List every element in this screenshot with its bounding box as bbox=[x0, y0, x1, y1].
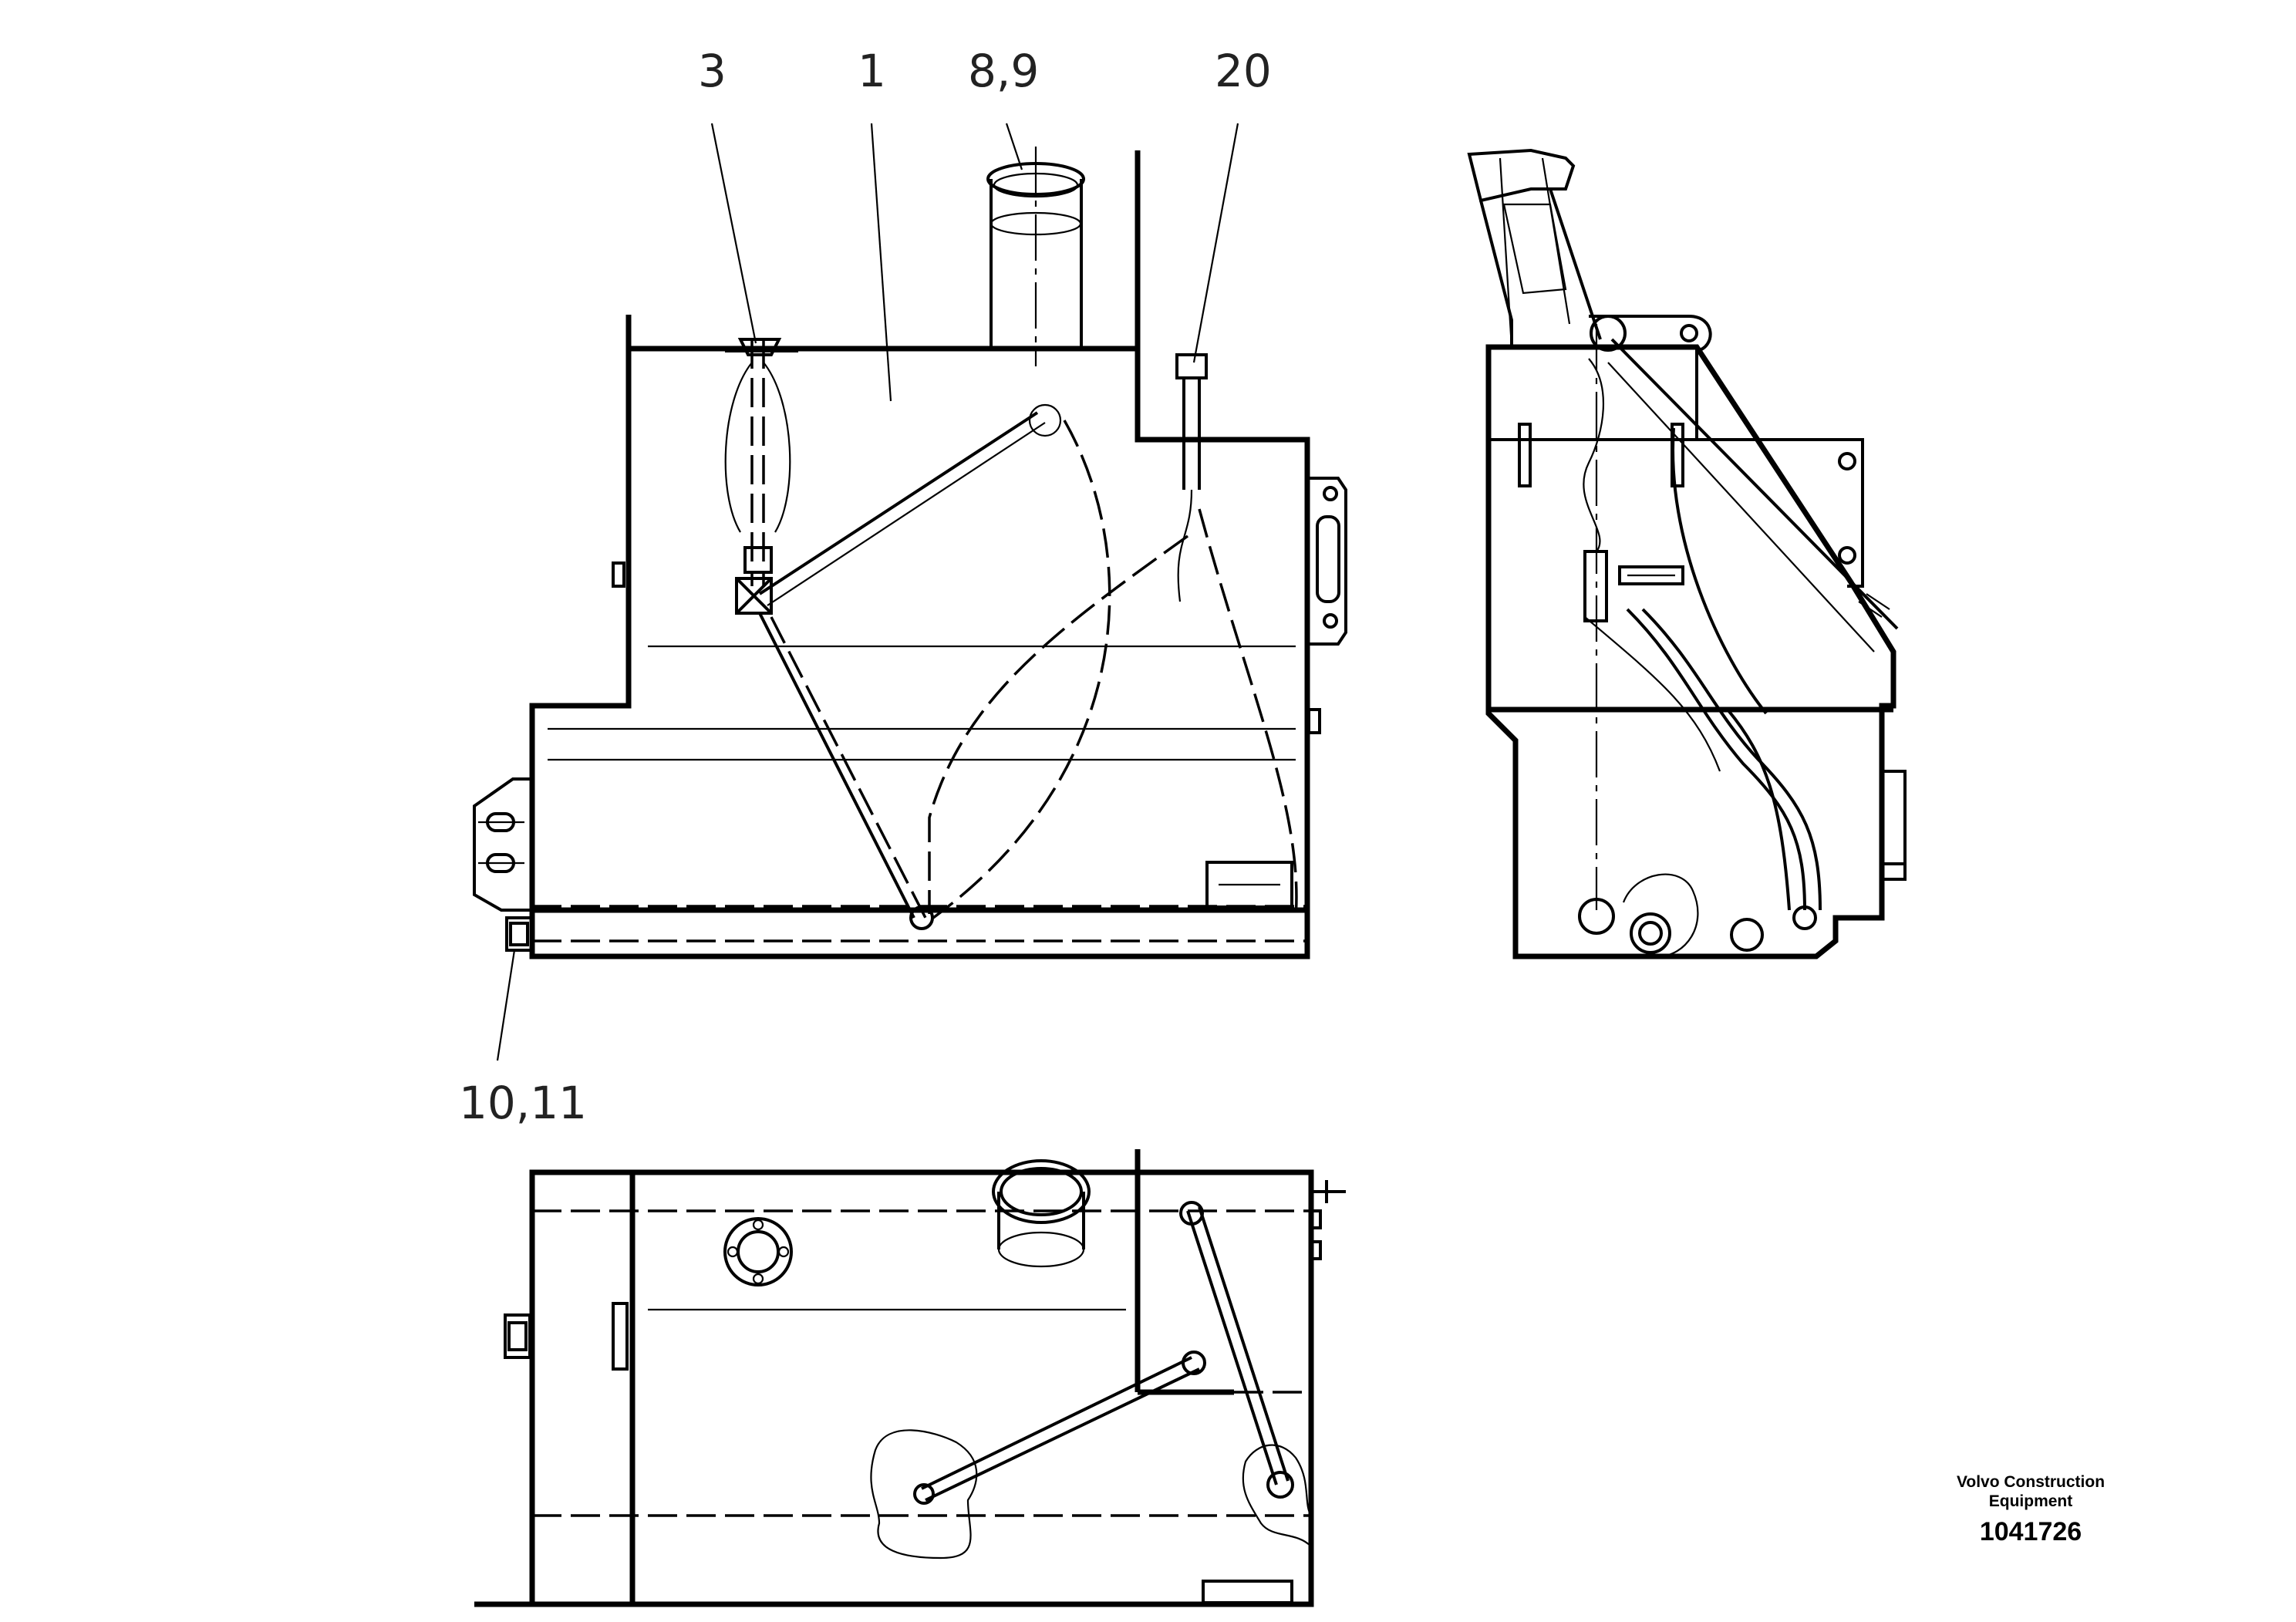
brand-name: Volvo Construction bbox=[1957, 1473, 2105, 1491]
side-outline bbox=[1485, 344, 1896, 959]
callout-20: 20 bbox=[1215, 45, 1272, 97]
top-filler-cap bbox=[992, 1159, 1091, 1268]
side-view bbox=[1467, 148, 1907, 959]
top-outline bbox=[529, 1169, 1314, 1607]
side-filler-neck bbox=[1467, 148, 1602, 348]
tank-outline bbox=[529, 346, 1310, 959]
left-mount-bracket bbox=[473, 777, 532, 912]
front-view bbox=[473, 147, 1347, 959]
callout-3: 3 bbox=[698, 45, 727, 97]
right-mount-bracket bbox=[1307, 477, 1347, 646]
top-sender-flange bbox=[723, 1217, 793, 1286]
callout-leaders bbox=[496, 123, 1239, 1061]
top-view bbox=[474, 1149, 1346, 1607]
fitting-20 bbox=[1175, 353, 1298, 919]
callout-8-9: 8,9 bbox=[968, 45, 1039, 97]
callout-1: 1 bbox=[858, 45, 886, 97]
brand-subline: Equipment bbox=[1989, 1492, 2073, 1510]
part-number: 1041726 bbox=[1980, 1517, 2082, 1546]
filler-neck bbox=[986, 147, 1085, 366]
callout-10-11: 10,11 bbox=[459, 1077, 587, 1129]
title-block: Volvo Construction Equipment 1041726 bbox=[1957, 1473, 2105, 1546]
level-sensor bbox=[724, 338, 798, 615]
bolt-10-11 bbox=[505, 916, 533, 952]
